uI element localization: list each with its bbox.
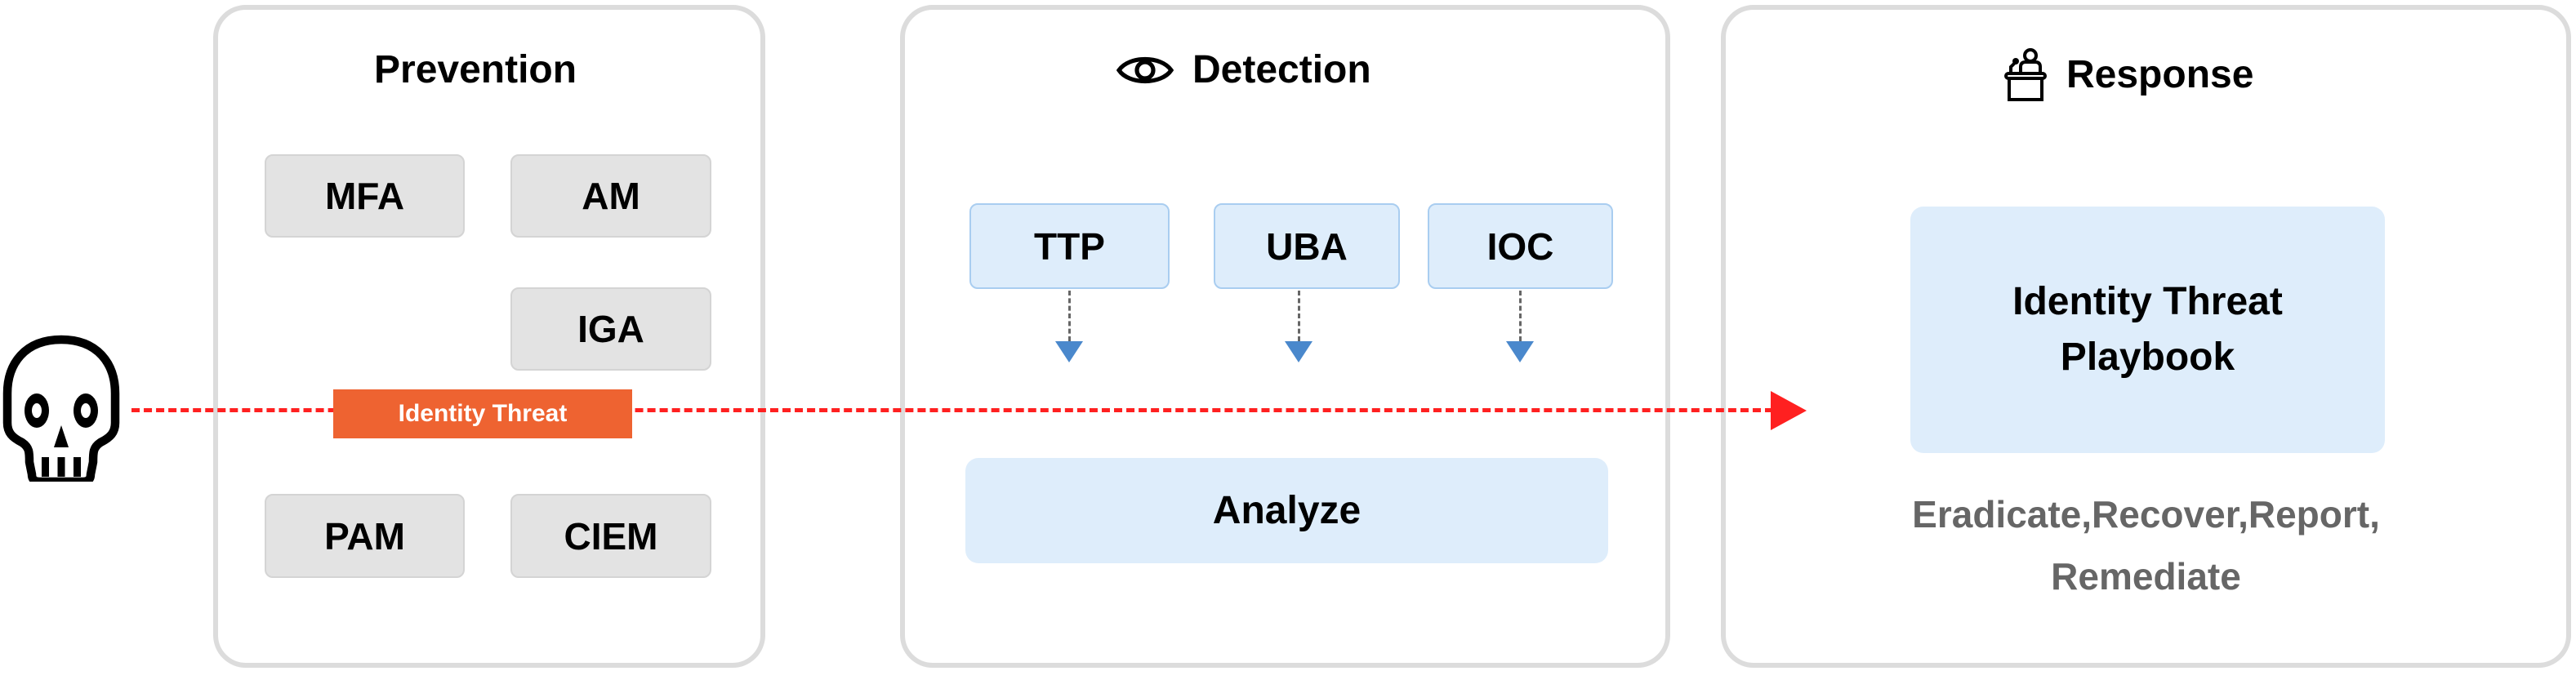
response-title-text: Response xyxy=(2066,52,2254,96)
prevention-item-mfa: MFA xyxy=(265,154,465,238)
threat-path-line xyxy=(131,408,1773,412)
detection-panel xyxy=(900,5,1670,668)
identity-threat-label: Identity Threat xyxy=(333,389,632,438)
signal-ioc: IOC xyxy=(1428,203,1613,289)
detection-title-text: Detection xyxy=(1192,48,1371,91)
prevention-item-ciem: CIEM xyxy=(510,494,711,578)
signal-ttp: TTP xyxy=(969,203,1170,289)
detection-title: Detection xyxy=(1116,47,1371,92)
analyze-box: Analyze xyxy=(965,458,1608,563)
prevention-item-iga: IGA xyxy=(510,287,711,371)
prevention-item-am: AM xyxy=(510,154,711,238)
response-actions-line-2: Remediate xyxy=(2051,555,2241,598)
response-title: Response xyxy=(2003,47,2253,101)
eye-icon xyxy=(1116,56,1174,83)
threat-arrowhead-icon xyxy=(1771,391,1807,430)
skull-icon xyxy=(0,335,123,487)
ttp-arrow-icon xyxy=(1055,341,1083,362)
uba-arrow-icon xyxy=(1285,341,1313,362)
uba-arrow-line xyxy=(1298,291,1300,341)
signal-uba: UBA xyxy=(1214,203,1400,289)
ioc-arrow-icon xyxy=(1506,341,1534,362)
prevention-title: Prevention xyxy=(374,47,577,92)
playbook-box: Identity Threat Playbook xyxy=(1910,207,2385,453)
playbook-line-1: Identity Threat xyxy=(2012,280,2283,323)
response-actions: Eradicate,Recover,Report, Remediate xyxy=(1721,483,2571,607)
ttp-arrow-line xyxy=(1068,291,1071,341)
response-actions-line-1: Eradicate,Recover,Report, xyxy=(1912,493,2380,536)
prevention-item-pam: PAM xyxy=(265,494,465,578)
podium-icon xyxy=(2004,48,2047,101)
ioc-arrow-line xyxy=(1519,291,1522,341)
playbook-line-2: Playbook xyxy=(2060,336,2235,379)
prevention-title-text: Prevention xyxy=(374,48,577,91)
